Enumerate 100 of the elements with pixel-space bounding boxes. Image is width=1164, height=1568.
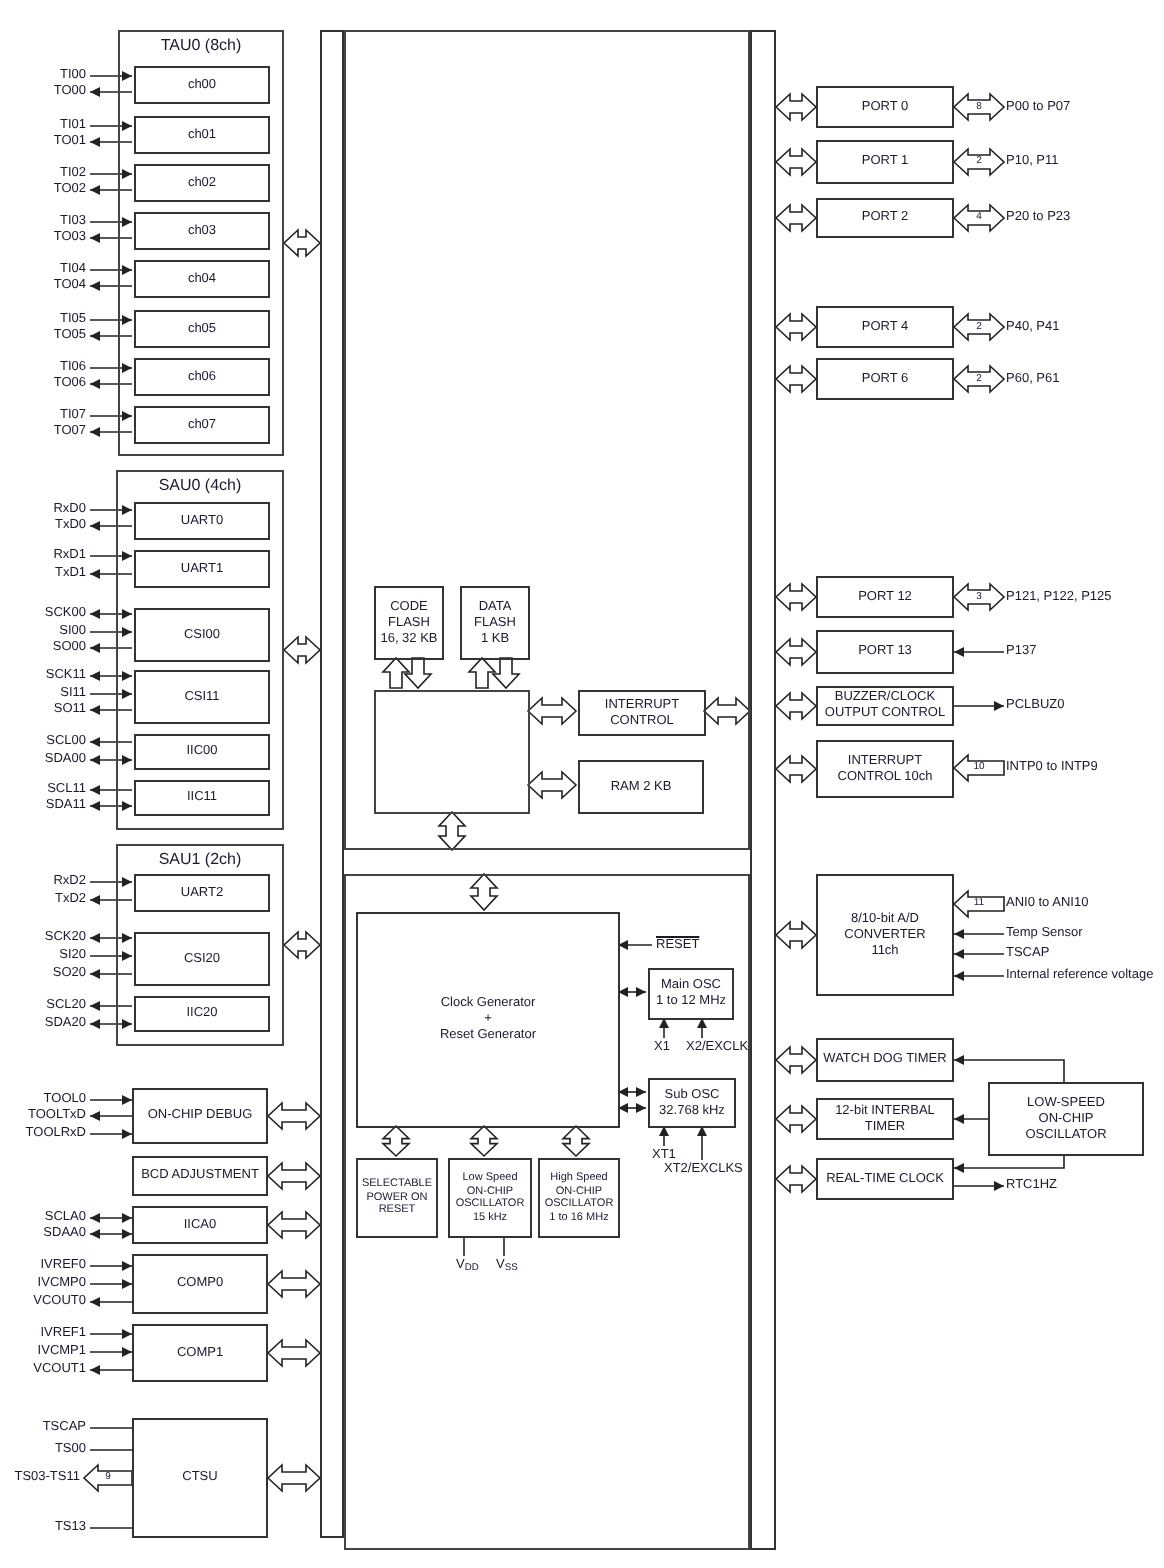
- block-arrow: [526, 770, 578, 800]
- block-arrow: [774, 364, 818, 394]
- arrow: [89, 1213, 133, 1223]
- block-arrow: [774, 637, 818, 667]
- block-arrow: [491, 657, 521, 690]
- function-block: [816, 198, 954, 238]
- arrow: [89, 217, 133, 227]
- block-arrow: [266, 1101, 322, 1131]
- function-block: [816, 576, 954, 618]
- function-block: [134, 406, 270, 444]
- arrow: [953, 1155, 1065, 1173]
- function-block: [134, 932, 270, 986]
- block-arrow: [774, 1164, 818, 1194]
- arrow: [89, 1019, 133, 1029]
- function-block: [578, 690, 706, 736]
- function-block: [134, 66, 270, 104]
- arrow: [89, 281, 133, 291]
- arrow: [697, 1017, 707, 1039]
- block-arrow: [952, 92, 1006, 122]
- arrow: [89, 233, 133, 243]
- arrow: [617, 987, 647, 997]
- function-block: [132, 1156, 268, 1196]
- module-panel: [118, 30, 284, 456]
- function-block: [538, 1158, 620, 1238]
- function-block: [816, 1038, 954, 1082]
- arrow: [89, 331, 133, 341]
- block-arrow: [282, 930, 322, 960]
- arrow: [89, 755, 133, 765]
- function-block: [134, 358, 270, 396]
- block-arrow: [467, 656, 497, 689]
- function-block: [460, 586, 530, 660]
- arrow: [953, 701, 1005, 711]
- function-block: [132, 1418, 268, 1538]
- arrow: [89, 87, 133, 97]
- block-arrow: [952, 203, 1006, 233]
- arrow: [89, 705, 133, 715]
- arrow: [953, 929, 1005, 939]
- connector-line: [89, 1527, 133, 1529]
- arrow: [89, 737, 133, 747]
- function-block: [134, 670, 270, 724]
- arrow: [89, 1347, 133, 1357]
- block-arrow: [952, 753, 1005, 783]
- arrow: [89, 1095, 133, 1105]
- arrow: [89, 1001, 133, 1011]
- arrow: [89, 1329, 133, 1339]
- function-block: [816, 1158, 954, 1200]
- function-block: [374, 690, 530, 814]
- block-arrow: [437, 810, 467, 852]
- arrow: [89, 1229, 133, 1239]
- module-panel: [116, 470, 284, 830]
- function-block: [132, 1324, 268, 1382]
- block-arrow: [266, 1338, 322, 1368]
- arrow: [617, 1087, 647, 1097]
- block-arrow: [952, 147, 1006, 177]
- block-arrow: [774, 1045, 818, 1075]
- block-arrow: [774, 147, 818, 177]
- function-block: [816, 86, 954, 128]
- block-arrow: [774, 312, 818, 342]
- block-arrow: [266, 1269, 322, 1299]
- block-arrow: [774, 203, 818, 233]
- connector-line: [463, 1235, 465, 1257]
- block-arrow: [774, 582, 818, 612]
- block-arrow: [381, 656, 411, 689]
- arrow: [89, 411, 133, 421]
- function-block: [448, 1158, 532, 1238]
- block-arrow: [702, 696, 752, 726]
- arrow: [89, 121, 133, 131]
- bus-bar: [320, 30, 344, 1538]
- block-arrow: [469, 1124, 499, 1158]
- function-block: [356, 912, 620, 1128]
- arrow: [89, 951, 133, 961]
- arrow: [89, 1111, 133, 1121]
- function-block: [648, 968, 734, 1020]
- arrow: [89, 933, 133, 943]
- arrow: [89, 895, 133, 905]
- function-block: [134, 550, 270, 588]
- arrow: [89, 315, 133, 325]
- function-block: [134, 164, 270, 202]
- function-block: [816, 874, 954, 996]
- block-arrow: [403, 657, 433, 690]
- block-arrow: [266, 1161, 322, 1191]
- block-arrow: [526, 696, 578, 726]
- arrow: [659, 1017, 669, 1039]
- function-block: [134, 996, 270, 1032]
- function-block: [132, 1206, 268, 1244]
- block-arrow: [266, 1463, 322, 1493]
- block-arrow: [774, 754, 818, 784]
- function-block: [816, 306, 954, 348]
- arrow: [617, 940, 653, 950]
- arrow: [89, 785, 133, 795]
- arrow: [89, 801, 133, 811]
- arrow: [89, 185, 133, 195]
- arrow: [617, 1103, 647, 1113]
- block-arrow: [561, 1124, 591, 1158]
- block-arrow: [469, 872, 499, 912]
- function-block: [578, 760, 704, 814]
- arrow: [89, 551, 133, 561]
- block-arrow: [266, 1210, 322, 1240]
- arrow: [89, 877, 133, 887]
- arrow: [89, 1261, 133, 1271]
